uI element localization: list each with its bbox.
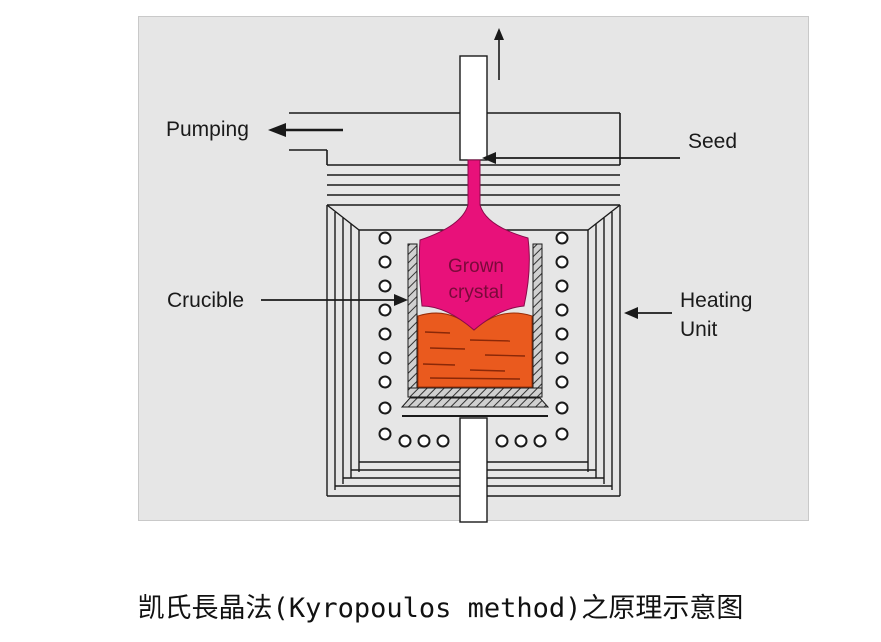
seed-arrow <box>482 152 680 164</box>
heating-arrow <box>624 307 672 319</box>
left-insulation <box>326 204 360 496</box>
crucible-label: Crucible <box>167 289 244 312</box>
support-rod <box>459 417 488 523</box>
pull-rod <box>459 55 488 161</box>
pumping-arrow <box>268 123 343 137</box>
pull-arrow <box>494 28 504 80</box>
crystal-label-line1: Grown <box>448 256 504 277</box>
grown-crystal <box>418 159 530 331</box>
heating-coils <box>378 231 569 448</box>
heating-label-line1: Heating <box>680 289 752 312</box>
crucible-arrow <box>261 294 408 306</box>
heating-label-line2: Unit <box>680 318 718 341</box>
crystal-label-line2: crystal <box>449 282 504 303</box>
figure-caption: 凯氏長晶法(Kyropoulos method)之原理示意图 <box>137 593 744 624</box>
crucible <box>400 243 550 417</box>
right-insulation <box>587 204 621 496</box>
chamber-outline <box>289 112 621 165</box>
pumping-label: Pumping <box>166 118 249 141</box>
seed-label: Seed <box>688 130 737 153</box>
